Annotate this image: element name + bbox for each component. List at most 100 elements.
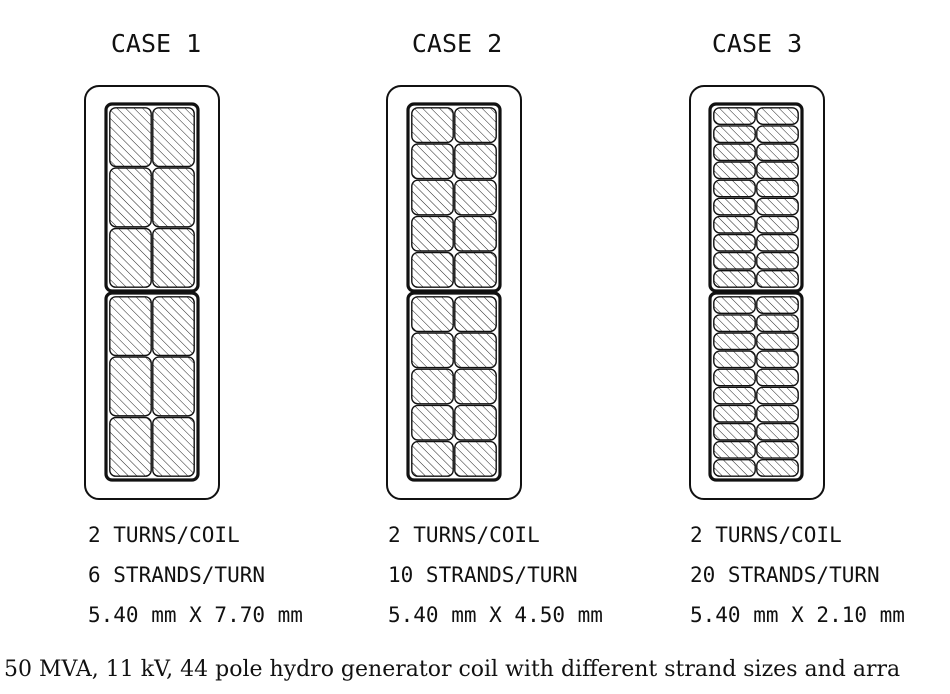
strand [152,227,195,288]
strand [152,356,195,417]
strand [713,125,756,144]
strand [152,296,195,357]
strand [756,404,799,423]
strand [109,416,152,477]
turn-outline [708,102,804,293]
strand [756,332,799,351]
strand [411,179,454,216]
strand [109,356,152,417]
strand [713,251,756,270]
strand [713,440,756,459]
strand [756,422,799,441]
strand [411,296,454,333]
strand [411,404,454,441]
case-3-strands [708,102,804,482]
strand [756,125,799,144]
strand [713,143,756,162]
turn-outline [708,291,804,482]
strand [756,296,799,314]
turn-outline [406,291,502,482]
strand [152,107,195,168]
strand [454,296,497,333]
case-2-strands-per-turn: 10 STRANDS/TURN [388,563,578,587]
strand [756,270,799,288]
strand [713,368,756,387]
turn-outline [406,102,502,293]
strand [713,459,756,477]
case-1-insulation [84,85,220,500]
strand [109,227,152,288]
strand [756,215,799,234]
turn-outline [104,291,200,482]
case-3-strands-per-turn: 20 STRANDS/TURN [690,563,880,587]
strand [109,167,152,228]
strand [454,332,497,369]
strand [713,404,756,423]
strand [152,416,195,477]
case-2-insulation [386,85,522,500]
case-1-strand-size: 5.40 mm X 7.70 mm [88,603,303,627]
case-3-insulation [689,85,825,500]
case-2: CASE 2 2 TURNS/COIL 10 STRANDS/TURN 5.40… [386,29,603,627]
case-2-strands [406,102,502,482]
strand [756,107,799,126]
case-3-strand-size: 5.40 mm X 2.10 mm [690,603,905,627]
strand [411,215,454,252]
strand [756,143,799,162]
case-3: CASE 3 2 TURNS/COIL 20 STRANDS/TURN 5.40… [689,29,905,627]
turn-outline [104,102,200,293]
case-1-turns-per-coil: 2 TURNS/COIL [88,523,240,547]
strand [713,270,756,288]
strand [756,350,799,369]
strand [411,251,454,288]
strand [109,296,152,357]
case-2-turns-per-coil: 2 TURNS/COIL [388,523,540,547]
strand [713,233,756,252]
strand [756,161,799,180]
strand [411,332,454,369]
strand [756,386,799,405]
strand [411,440,454,477]
strand [411,107,454,144]
strand [109,107,152,168]
strand [454,179,497,216]
strand [152,167,195,228]
strand [411,368,454,405]
strand [454,143,497,180]
strand [454,368,497,405]
strand [713,296,756,314]
strand [713,179,756,198]
strand [756,233,799,252]
strand [713,197,756,216]
strand [756,368,799,387]
case-1-strands-per-turn: 6 STRANDS/TURN [88,563,265,587]
strand [454,404,497,441]
case-1-strands [104,102,200,482]
strand [713,386,756,405]
strand [756,440,799,459]
strand [713,350,756,369]
strand [454,215,497,252]
strand [756,197,799,216]
strand [713,215,756,234]
strand [713,107,756,126]
strand [411,143,454,180]
strand [454,107,497,144]
strand [756,314,799,333]
strand [713,161,756,180]
strand [454,251,497,288]
figure-caption: 50 MVA, 11 kV, 44 pole hydro generator c… [4,657,901,682]
case-2-label: CASE 2 [412,29,502,58]
strand [713,422,756,441]
case-2-strand-size: 5.40 mm X 4.50 mm [388,603,603,627]
case-3-turns-per-coil: 2 TURNS/COIL [690,523,842,547]
case-1: CASE 1 2 TURNS/COIL 6 STRANDS/TURN 5.40 … [84,29,303,627]
strand [756,251,799,270]
case-3-label: CASE 3 [712,29,802,58]
case-1-label: CASE 1 [111,29,201,58]
strand [454,440,497,477]
strand [756,459,799,477]
strand [713,332,756,351]
strand [756,179,799,198]
